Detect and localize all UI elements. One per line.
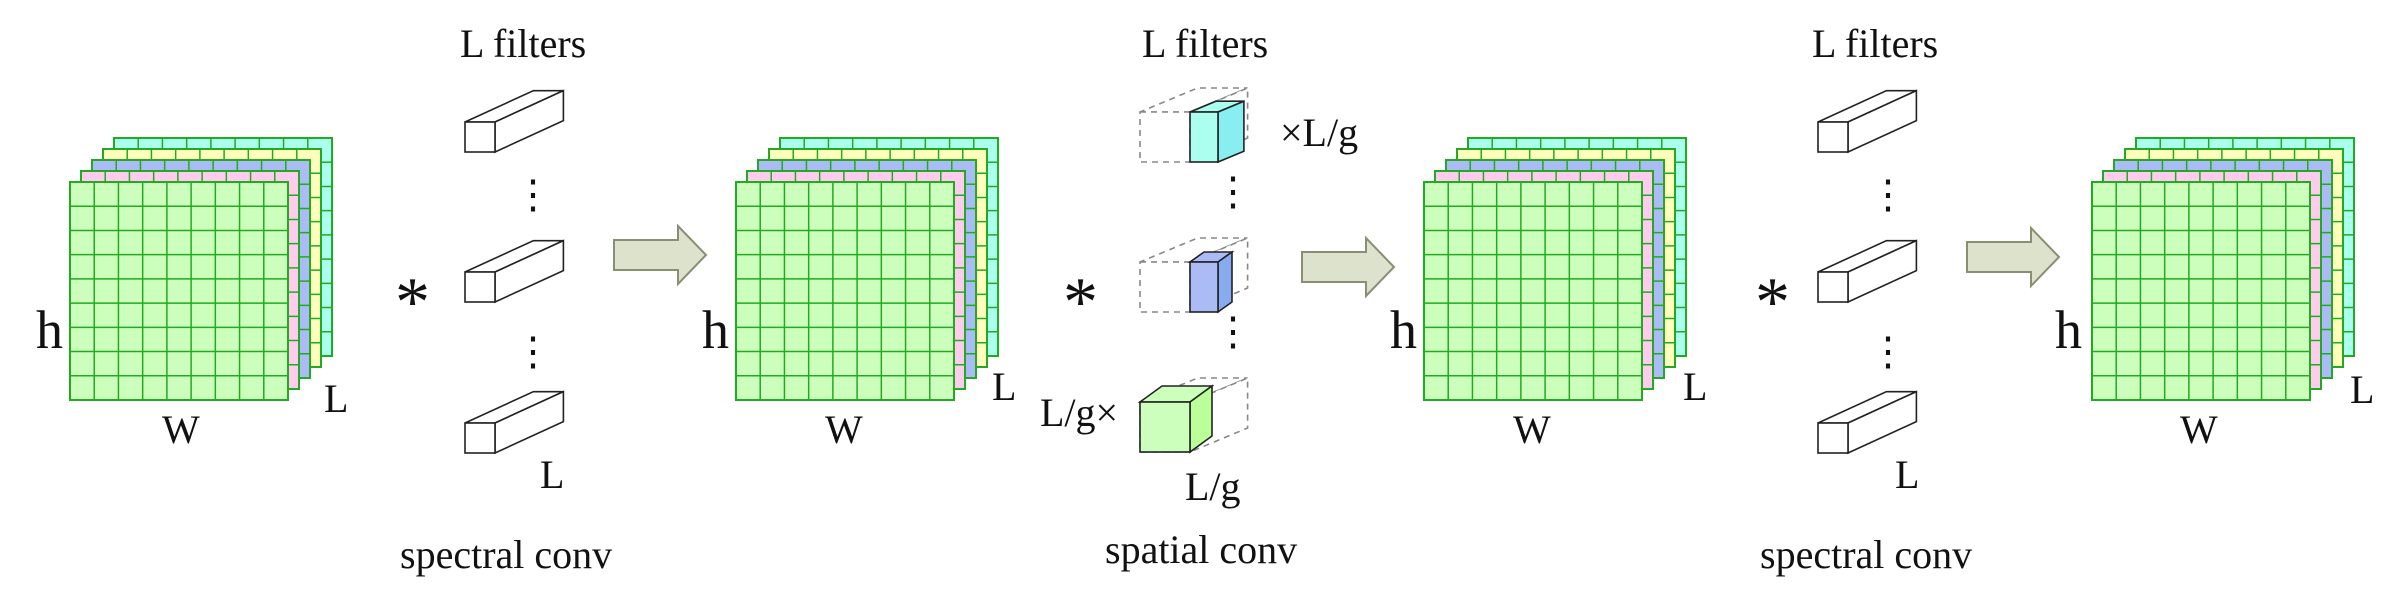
filter-cuboids — [464, 86, 1918, 455]
spectral-filter-3-3 — [1817, 390, 1918, 455]
spatial-filter-middle-slab — [1187, 250, 1235, 314]
flow-arrow-2 — [1301, 235, 1396, 299]
feature-map-stack-2 — [735, 137, 999, 401]
filter-group-1-title: L filters — [460, 21, 586, 66]
filter-group-2-title: L filters — [1142, 21, 1268, 66]
feature-map-stacks — [69, 137, 2355, 401]
stack-1-h-label: h — [36, 300, 63, 360]
stack-2-h-label: h — [702, 300, 729, 360]
spectral-filter-1-2 — [464, 239, 565, 304]
stack-3-h-label: h — [1390, 300, 1417, 360]
spectral-filter-3-2 — [1817, 239, 1918, 304]
filter-group-2-depth-label: L/g — [1185, 464, 1241, 509]
filter-group-1-caption: spectral conv — [400, 532, 612, 577]
convolution-operator-2: * — [1063, 264, 1098, 341]
stack-1-w-label: W — [162, 407, 200, 452]
feature-map-stack-4 — [2091, 137, 2355, 401]
filter-group-2-ellipsis-bottom: ⋮ — [1213, 309, 1253, 354]
spatial-filter-top — [1139, 86, 1249, 164]
spectral-filter-3-1 — [1817, 89, 1918, 154]
filter-group-2-ellipsis-top: ⋮ — [1213, 169, 1253, 214]
stack-3-w-label: W — [1513, 407, 1551, 452]
spatial-filter-bottom-slab — [1137, 384, 1215, 454]
stack-1-l-label: L — [324, 376, 348, 421]
stack-4-l-label: L — [2350, 367, 2374, 412]
filter-group-2-top-multiplier: ×L/g — [1280, 110, 1358, 155]
filter-group-3-ellipsis-top: ⋮ — [1868, 172, 1908, 217]
stack-3-l-label: L — [1683, 364, 1707, 409]
flow-arrow-1 — [613, 223, 708, 287]
stack-4-w-label: W — [2180, 407, 2218, 452]
filter-group-3-ellipsis-bottom: ⋮ — [1868, 329, 1908, 374]
convolution-operator-3: * — [1755, 264, 1790, 341]
filter-group-1-depth-label: L — [540, 452, 564, 497]
filter-group-2-caption: spatial conv — [1105, 527, 1297, 572]
convolution-operator-1: * — [395, 264, 430, 341]
filter-group-1-ellipsis-top: ⋮ — [513, 172, 553, 217]
filter-group-2-left-multiplier: L/g× — [1040, 390, 1118, 435]
stack-4-h-label: h — [2055, 300, 2082, 360]
stack-layer-green — [69, 181, 289, 401]
feature-map-stack-1 — [69, 137, 333, 401]
spectral-filter-1-1 — [464, 89, 565, 154]
filter-group-3-title: L filters — [1812, 21, 1938, 66]
filter-group-3-caption: spectral conv — [1760, 532, 1972, 577]
filter-group-1-ellipsis-bottom: ⋮ — [513, 329, 553, 374]
filter-group-3-depth-label: L — [1895, 452, 1919, 497]
spatial-filter-top-slab — [1189, 99, 1245, 164]
spatial-filter-middle — [1139, 236, 1249, 314]
stack-layer-green — [2091, 181, 2311, 401]
stack-layer-green — [735, 181, 955, 401]
spectral-filter-1-3 — [464, 390, 565, 455]
stack-2-l-label: L — [992, 364, 1016, 409]
stack-2-w-label: W — [825, 407, 863, 452]
flow-arrows — [613, 223, 2061, 299]
flow-arrow-3 — [1966, 225, 2061, 289]
feature-map-stack-3 — [1423, 137, 1687, 401]
spatial-filter-bottom — [1137, 376, 1249, 454]
stack-layer-green — [1423, 181, 1643, 401]
